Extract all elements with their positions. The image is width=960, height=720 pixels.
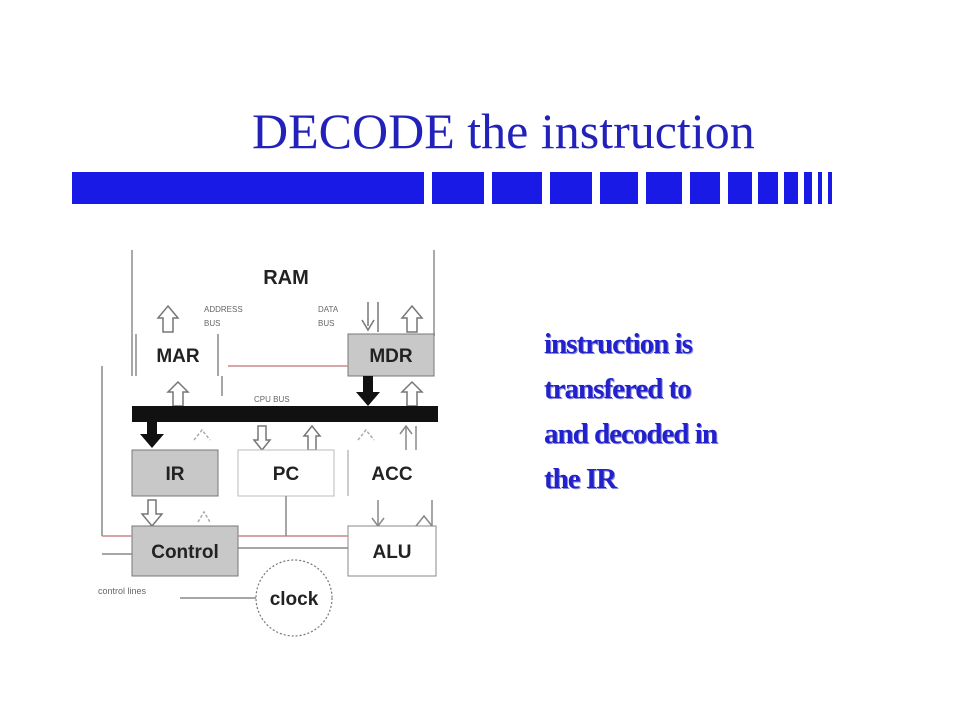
mdr-label: MDR [369,346,413,367]
caption-line-2: transfered to [544,373,692,405]
data-bus-arrows [361,302,424,333]
address-bus-label-1: ADDRESS [204,305,243,314]
address-bus-label-2: BUS [204,319,220,328]
mdr-register: MDR [347,333,435,377]
pc-register: PC [237,449,335,497]
bus-to-ir-arrow [140,422,164,448]
ir-to-control-arrow [140,499,211,528]
acc-to-alu-arrows [371,500,433,528]
control-wires [101,336,348,599]
data-bus-label-1: DATA [318,305,339,314]
bus-to-mdr-arrow [400,380,424,407]
pc-label: PC [273,464,300,485]
cpu-bus [132,406,438,422]
mdr-to-bus-arrow [356,376,380,406]
address-bus-arrow [156,304,180,333]
control-unit: Control [131,525,239,577]
caption-text: instruction is transfered to and decoded… [544,322,844,502]
data-bus-label-2: BUS [318,319,334,328]
acc-register: ACC [347,450,413,496]
ir-register: IR [131,449,219,497]
ir-label: IR [166,464,185,485]
control-label: Control [151,542,219,563]
ram-label: RAM [263,267,309,289]
clock-label: clock [270,589,319,610]
pc-arrows [252,424,322,452]
bus-to-mar-arrow [166,380,190,407]
cpu-diagram: RAM ADDRESS BUS DATA BUS MAR MDR [98,250,438,637]
caption-line-4: the IR [544,463,617,495]
bus-small-arrows [193,428,375,441]
alu-unit: ALU [347,525,437,577]
slide-title: DECODE the instruction [252,103,755,159]
caption-line-3: and decoded in [544,418,718,450]
clock-unit: clock [255,559,333,637]
alu-label: ALU [372,542,411,563]
mar-register: MAR [135,334,219,376]
acc-arrows [399,424,417,450]
caption-line-1: instruction is [544,328,693,360]
control-lines-label: control lines [98,586,147,596]
title-underline-bar [72,172,832,204]
mar-label: MAR [156,346,200,367]
ram-block: RAM [131,250,435,336]
cpu-bus-label: CPU BUS [254,395,290,404]
acc-label: ACC [371,464,412,485]
